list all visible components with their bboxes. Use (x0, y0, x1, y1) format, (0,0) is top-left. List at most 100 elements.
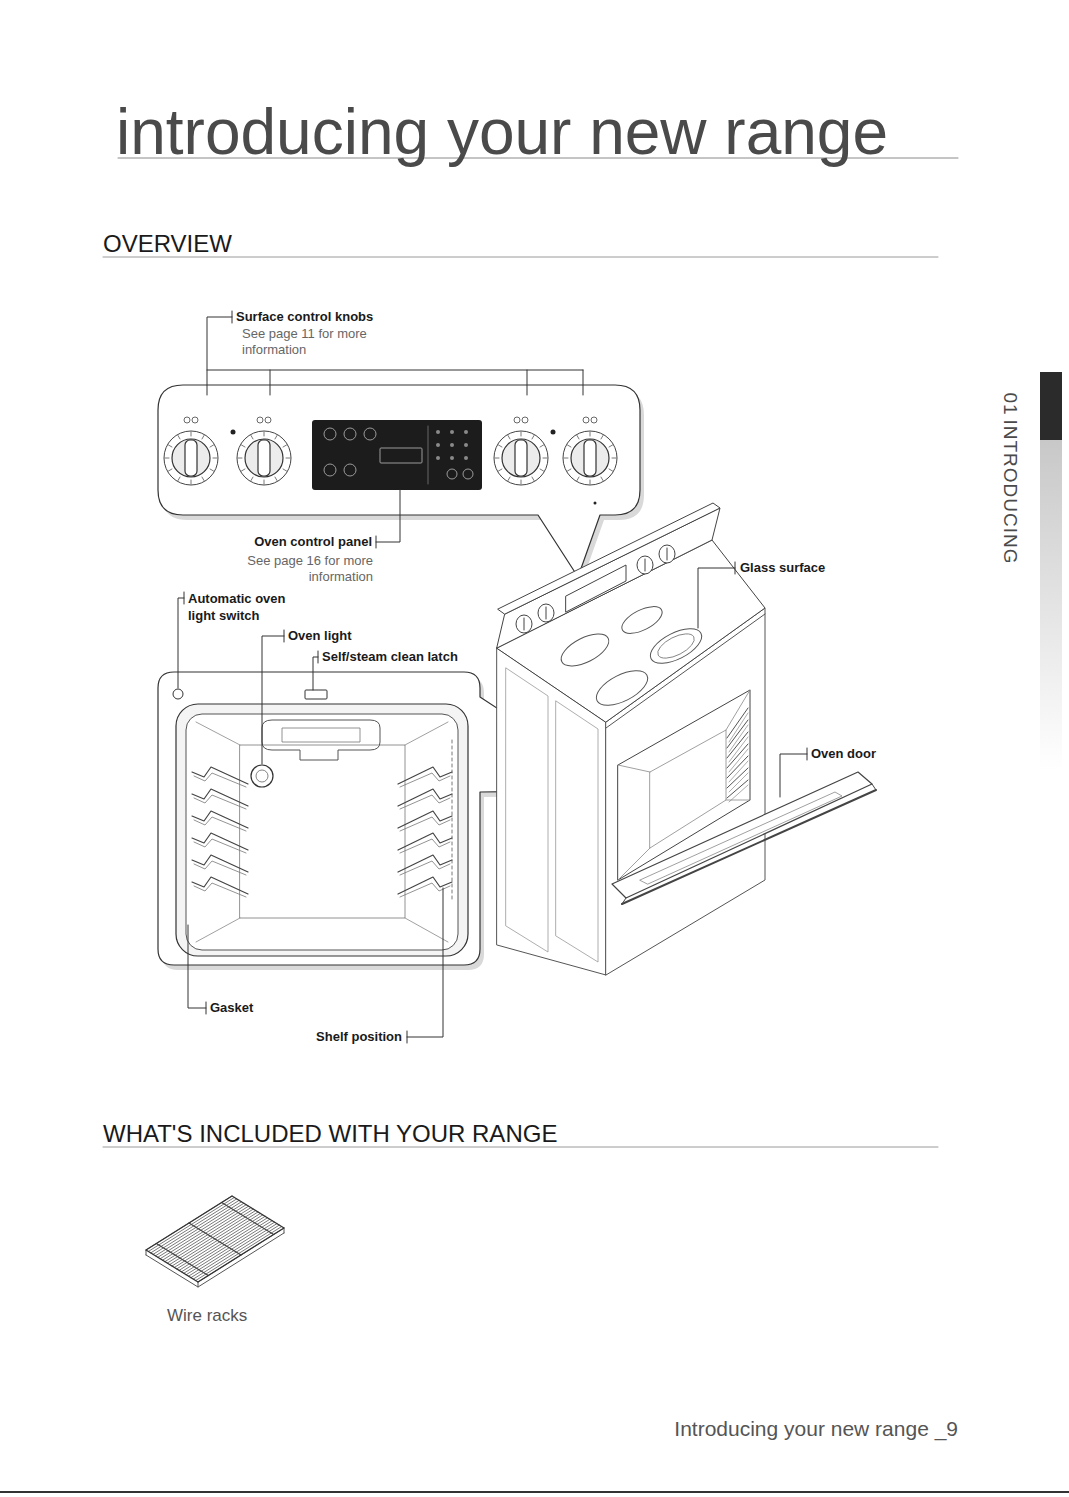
callout-shadow (162, 677, 626, 970)
control-button (324, 464, 336, 476)
knob-body (571, 439, 609, 477)
burner-ring (645, 622, 707, 671)
shelf-support (194, 883, 246, 897)
dial-tick (577, 435, 579, 438)
knob-grip (258, 440, 270, 476)
shelf-support (729, 713, 748, 742)
dial-tick (495, 458, 499, 459)
dial-tick (612, 458, 616, 459)
leader-line (207, 317, 232, 395)
dial-tick (210, 469, 213, 471)
oven-door (612, 772, 872, 898)
knob-dial (494, 431, 548, 485)
dial-tick (601, 477, 603, 480)
shelf-support (727, 756, 748, 778)
dial-tick (532, 435, 534, 438)
rack-wire (165, 1208, 251, 1262)
leader-tick (284, 630, 285, 642)
rack-frame (198, 1282, 199, 1287)
rack-crossbar (222, 1202, 274, 1234)
rack-wire (179, 1216, 265, 1270)
control-button (344, 428, 356, 440)
rack-wire (186, 1221, 272, 1275)
rack-wire (158, 1203, 244, 1257)
range-knob (516, 615, 532, 633)
leader-line (270, 370, 271, 395)
dial-tick (202, 435, 204, 438)
shelf-support (192, 811, 248, 828)
burner-icon (591, 417, 597, 423)
rack-wire (189, 1222, 275, 1276)
shelf-support (398, 877, 452, 894)
dial-tick (283, 445, 286, 447)
part-name: Shelf position (316, 1029, 402, 1045)
broil-element (282, 728, 360, 742)
dial-tick (601, 435, 603, 438)
page-bottom-rule (0, 1491, 1069, 1493)
shelf-support (729, 785, 748, 802)
indicator-dot (551, 430, 556, 435)
shelf-support (398, 811, 452, 828)
shelf-support (727, 720, 748, 748)
leader-tick (735, 562, 736, 574)
leader-tick (807, 748, 808, 760)
control-button (463, 469, 473, 479)
oven-light (256, 770, 268, 782)
oven-gasket (176, 704, 468, 956)
item-caption: Wire racks (167, 1306, 247, 1326)
page-footer: Introducing your new range _9 (674, 1417, 958, 1441)
keypad-key (450, 443, 454, 447)
dial-tick (210, 445, 213, 447)
shelf-support (194, 773, 246, 787)
shelf-support (194, 795, 246, 809)
shelf-support (398, 789, 452, 806)
shelf-support (398, 767, 452, 784)
rack-wire (184, 1219, 270, 1273)
leader-line (583, 370, 584, 395)
dial-tick (275, 435, 277, 438)
door-window (640, 792, 842, 884)
burner-icon (522, 417, 528, 423)
rack-wire (155, 1202, 241, 1256)
shelf-support (400, 861, 450, 875)
oven-cavity (186, 714, 458, 950)
knob-grip (185, 440, 197, 476)
knob-grip (546, 607, 547, 619)
dial-tick (590, 480, 591, 484)
shelf-support (729, 737, 748, 762)
keypad-key (464, 443, 468, 447)
part-name: Glass surface (740, 560, 825, 576)
rack-wire (160, 1205, 246, 1259)
dial-tick (532, 477, 534, 480)
door-handle (622, 790, 876, 904)
chapter-tab-dark (1040, 372, 1062, 440)
backguard-display (566, 565, 626, 612)
control-display (312, 420, 482, 490)
leader-line (527, 370, 528, 395)
shelf-support (398, 855, 452, 872)
side-panel (556, 701, 598, 962)
indicator-dot (594, 502, 597, 505)
knob-grip (667, 548, 668, 560)
dial-tick (275, 477, 277, 480)
control-backguard (497, 508, 720, 648)
door-handle (872, 784, 876, 790)
rack-wire (172, 1212, 258, 1266)
rack-wire (181, 1218, 267, 1272)
rack-wire (174, 1213, 260, 1267)
knob-grip (515, 440, 527, 476)
side-panel (506, 668, 548, 952)
burner-icon (184, 417, 190, 423)
dial-tick (202, 477, 204, 480)
leader-line (698, 568, 735, 628)
dial-tick (283, 469, 286, 471)
dial-tick (191, 432, 192, 436)
dial-tick (264, 480, 265, 484)
dial-tick (508, 435, 510, 438)
callout-box (158, 385, 640, 577)
range-knob (538, 604, 554, 622)
control-button (324, 428, 336, 440)
dial-tick (251, 435, 253, 438)
rack-crossbar (189, 1223, 241, 1255)
